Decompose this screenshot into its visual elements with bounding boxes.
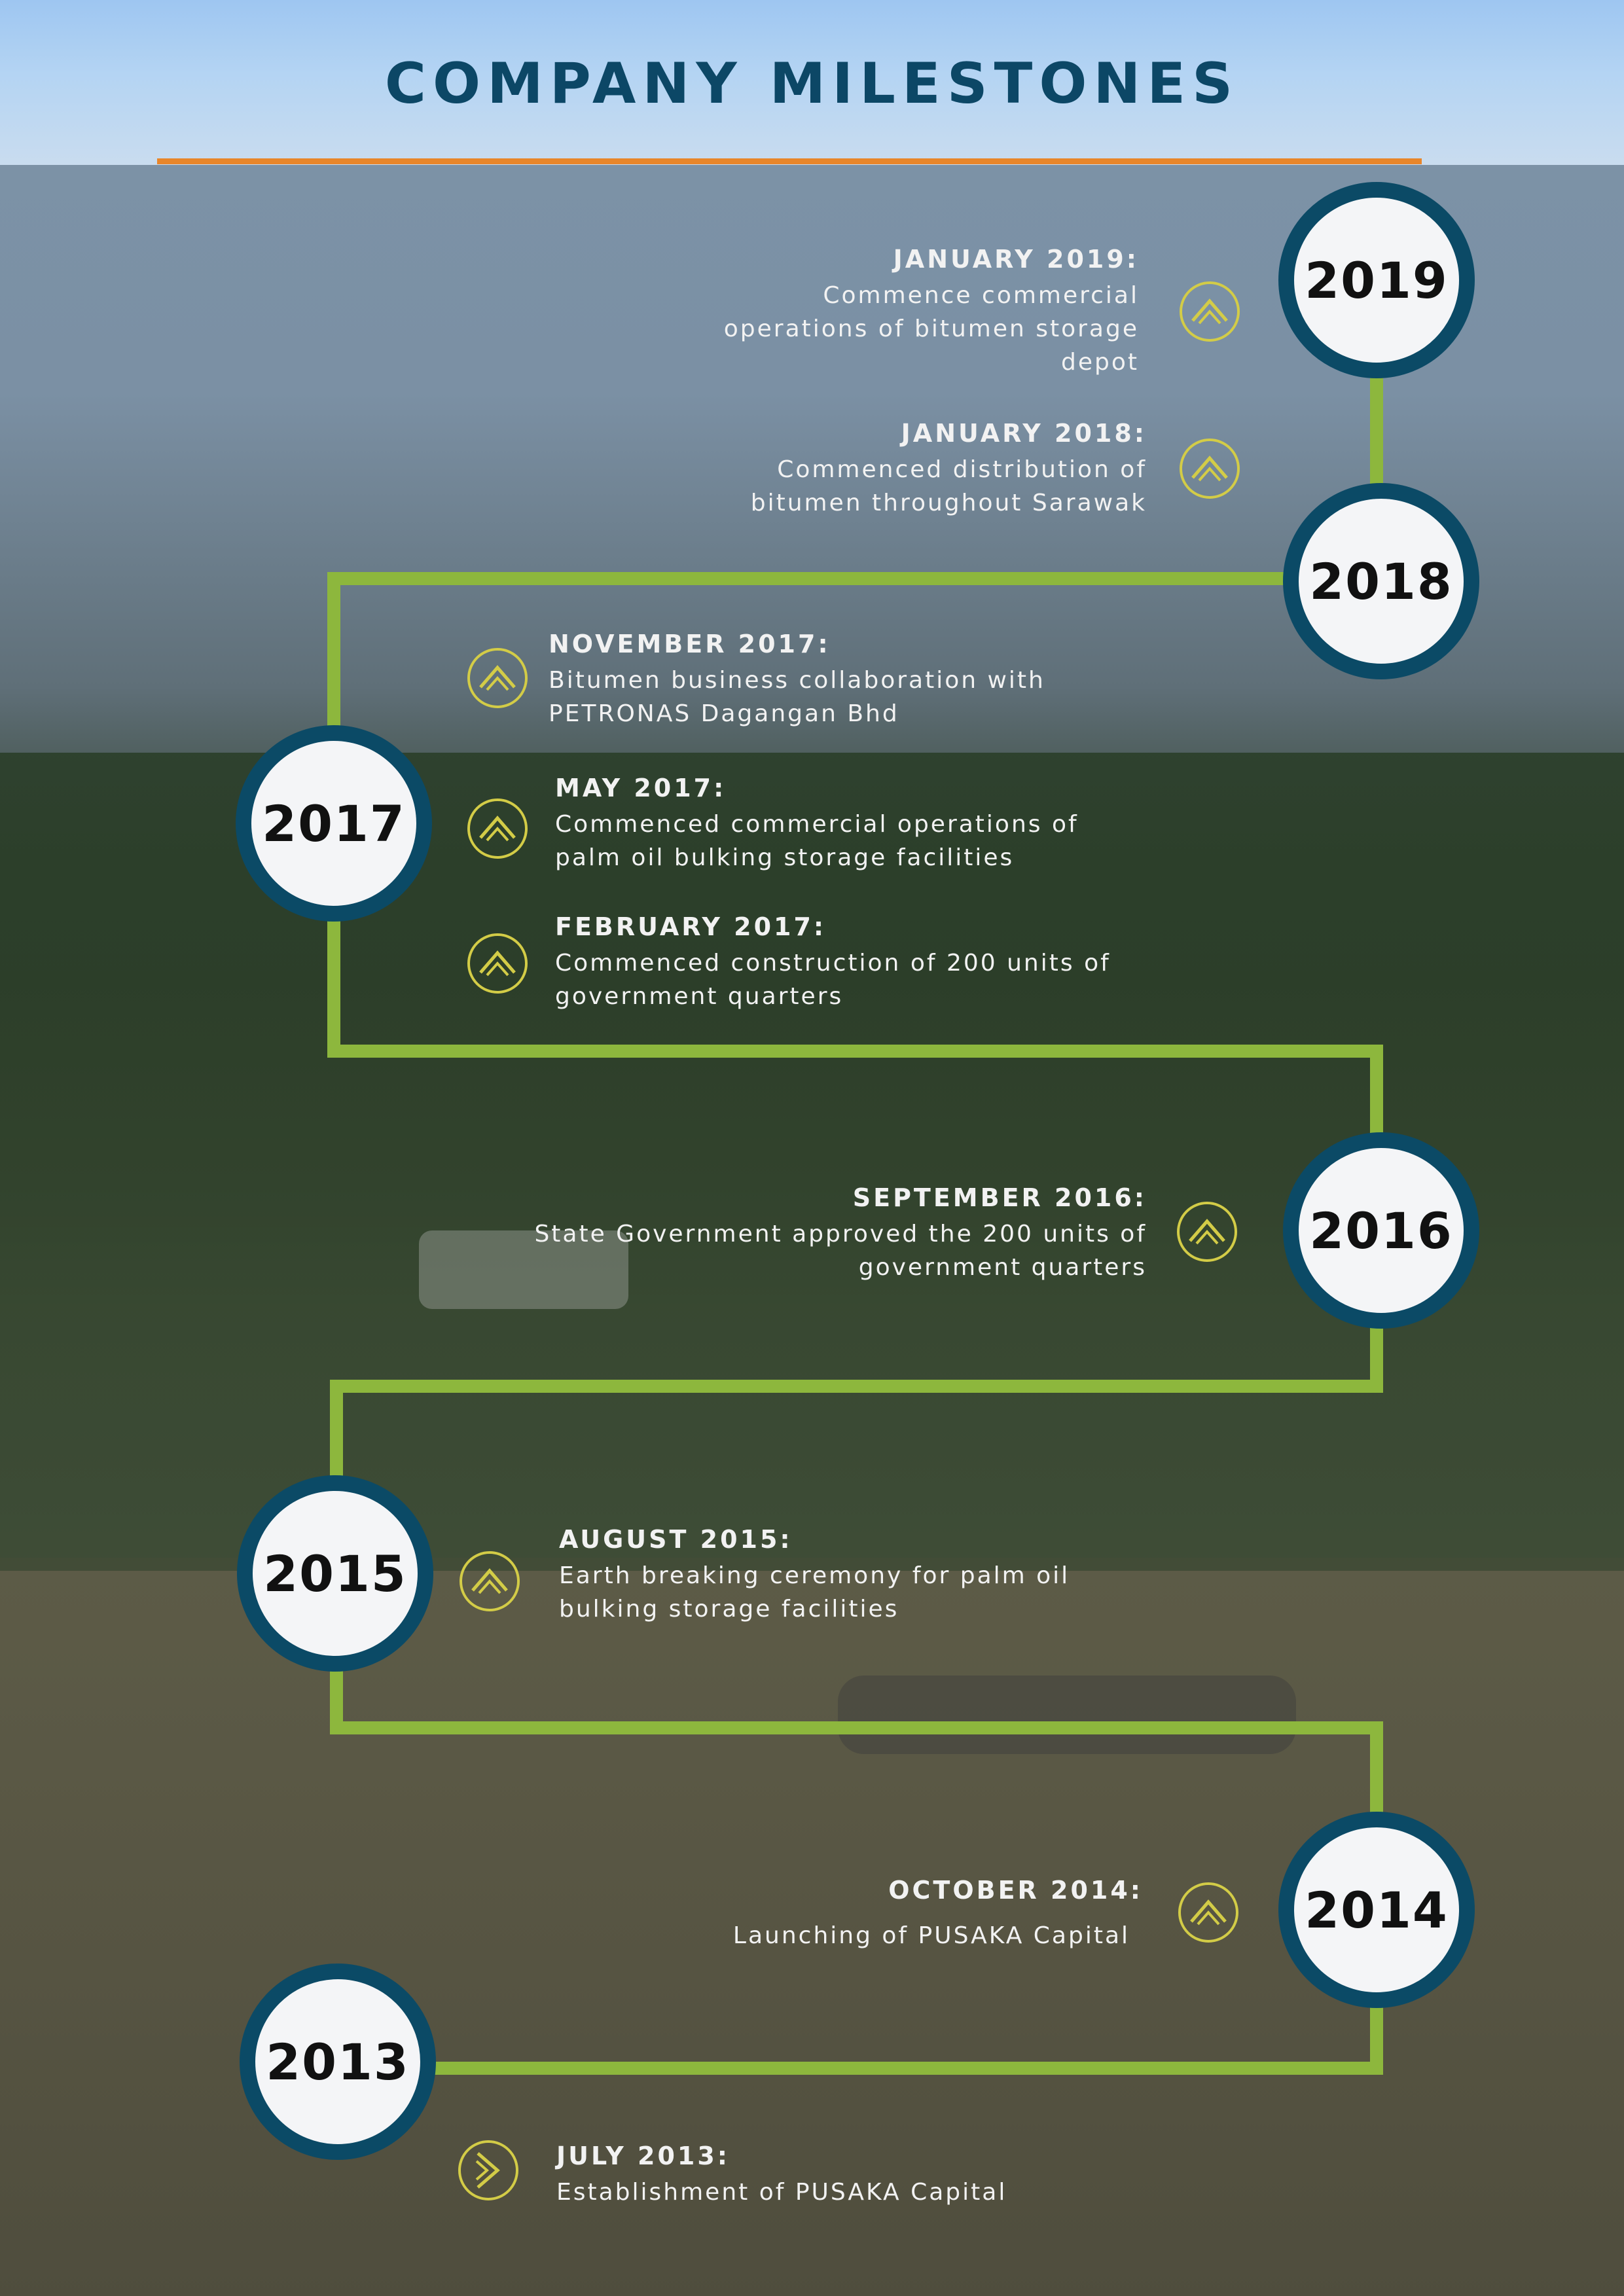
event-description: Commenced distribution of bitumen throug… <box>750 456 1147 516</box>
year-label: 2015 <box>263 1544 407 1603</box>
year-circle-2013: 2013 <box>240 1964 436 2160</box>
year-circle-2019: 2019 <box>1278 182 1475 378</box>
chevron-up-circle-icon <box>467 648 528 708</box>
event-oct-2014: OCTOBER 2014: Launching of PUSAKA Capita… <box>681 1876 1143 1952</box>
event-description: Earth breaking ceremony for palm oil bul… <box>559 1562 1070 1623</box>
year-label: 2017 <box>262 794 406 853</box>
year-label: 2013 <box>266 2032 410 2091</box>
event-date: JANUARY 2018: <box>901 419 1147 448</box>
year-circle-2015: 2015 <box>237 1475 433 1672</box>
year-circle-2016: 2016 <box>1283 1132 1479 1329</box>
year-circle-2017: 2017 <box>236 725 432 922</box>
event-date: JANUARY 2019: <box>893 245 1139 274</box>
event-date: NOVEMBER 2017: <box>549 630 831 658</box>
event-description: Bitumen business collaboration with PETR… <box>549 667 1045 727</box>
background-tanks <box>419 1230 628 1309</box>
event-description: Commenced construction of 200 units of g… <box>555 950 1111 1010</box>
page-title: COMPANY MILESTONES <box>384 51 1240 117</box>
event-description: Launching of PUSAKA Capital <box>732 1922 1130 1949</box>
year-label: 2014 <box>1305 1880 1449 1939</box>
chevron-right-circle-icon <box>458 2140 518 2200</box>
year-label: 2019 <box>1305 251 1449 310</box>
event-date: AUGUST 2015: <box>559 1525 793 1554</box>
event-date: FEBRUARY 2017: <box>555 912 827 941</box>
event-jan-2019: JANUARY 2019: Commence commercial operat… <box>681 245 1139 379</box>
event-may-2017: MAY 2017: Commenced commercial operation… <box>555 774 1144 874</box>
background-ship <box>838 1676 1296 1754</box>
year-circle-2014: 2014 <box>1278 1812 1475 2008</box>
event-date: MAY 2017: <box>555 774 727 802</box>
chevron-up-circle-icon <box>467 933 528 994</box>
event-jul-2013: JULY 2013: Establishment of PUSAKA Capit… <box>556 2142 1146 2209</box>
event-nov-2017: NOVEMBER 2017: Bitumen business collabor… <box>549 630 1125 730</box>
title-underline <box>157 158 1422 164</box>
event-date: OCTOBER 2014: <box>888 1876 1143 1905</box>
chevron-up-circle-icon <box>460 1551 520 1611</box>
event-feb-2017: FEBRUARY 2017: Commenced construction of… <box>555 912 1157 1013</box>
chevron-up-circle-icon <box>1177 1202 1237 1262</box>
event-description: Commenced commercial operations of palm … <box>555 811 1079 871</box>
year-label: 2016 <box>1309 1201 1453 1260</box>
chevron-up-circle-icon <box>467 798 528 859</box>
event-date: SEPTEMBER 2016: <box>852 1183 1147 1212</box>
chevron-up-circle-icon <box>1180 281 1240 342</box>
chevron-up-circle-icon <box>1180 439 1240 499</box>
event-description: Establishment of PUSAKA Capital <box>556 2179 1007 2206</box>
event-date: JULY 2013: <box>556 2142 730 2170</box>
year-circle-2018: 2018 <box>1283 483 1479 679</box>
chevron-up-circle-icon <box>1178 1882 1238 1943</box>
event-aug-2015: AUGUST 2015: Earth breaking ceremony for… <box>559 1525 1135 1626</box>
year-label: 2018 <box>1309 552 1453 611</box>
event-sep-2016: SEPTEMBER 2016: State Government approve… <box>497 1183 1147 1284</box>
header-band <box>0 0 1624 165</box>
event-jan-2018: JANUARY 2018: Commenced distribution of … <box>707 419 1147 520</box>
event-description: State Government approved the 200 units … <box>534 1221 1147 1281</box>
event-description: Commence commercial operations of bitume… <box>723 282 1139 376</box>
